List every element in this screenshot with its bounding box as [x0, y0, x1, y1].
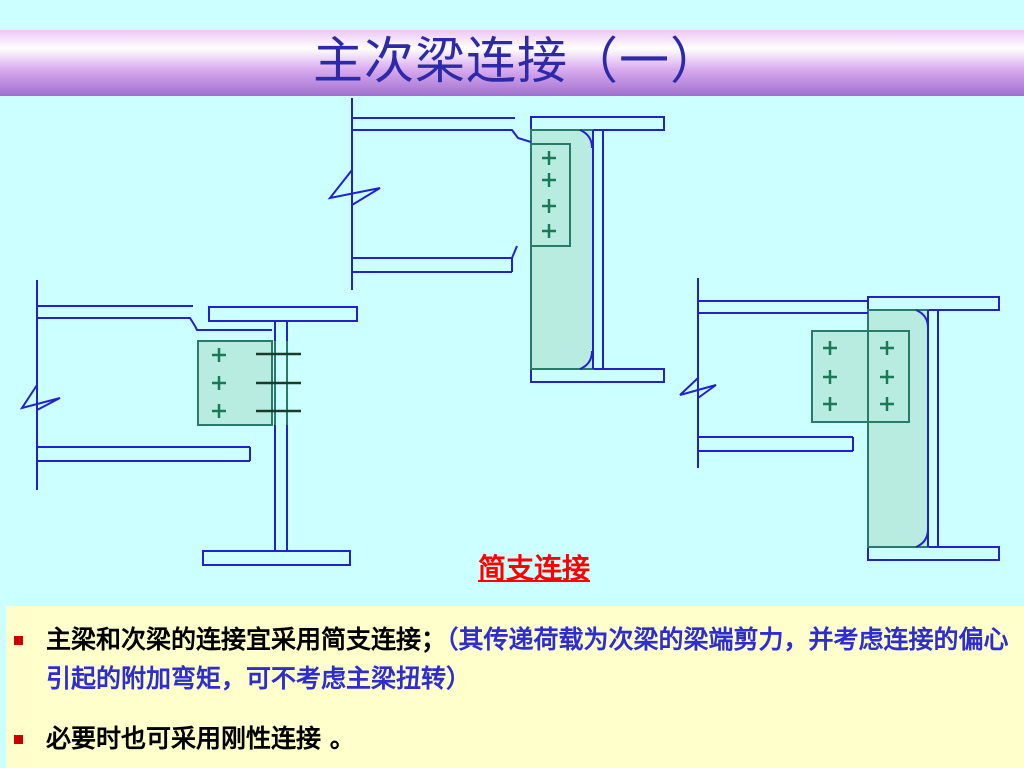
drawing-a-left-connection [19, 280, 358, 566]
title-bar [0, 30, 1024, 96]
note-1-detail: （其传递荷载为次梁的梁端剪力，并考虑连接的偏心引起的附加弯矩，可不考虑主梁扭转） [46, 625, 1009, 693]
connection-caption: 简支连接 [478, 552, 591, 585]
note-1-main: 主梁和次梁的连接宜采用简支连接； [46, 625, 447, 654]
connection-plate-b [530, 143, 571, 247]
notes-panel: 主梁和次梁的连接宜采用简支连接；（其传递荷载为次梁的梁端剪力，并考虑连接的偏心引… [6, 606, 1024, 768]
note-1: 主梁和次梁的连接宜采用简支连接；（其传递荷载为次梁的梁端剪力，并考虑连接的偏心引… [6, 620, 1016, 698]
bullet-icon [14, 735, 23, 744]
note-2-main: 必要时也可采用刚性连接 。 [46, 724, 355, 753]
beam-connection-drawings [19, 98, 1000, 566]
note-2: 必要时也可采用刚性连接 。 [6, 719, 1016, 758]
drawing-b-middle-connection [327, 98, 665, 383]
slide-title: 主次梁连接（一） [313, 32, 721, 90]
bolts [212, 151, 894, 418]
bullet-icon [14, 636, 23, 645]
drawing-c-right-connection [679, 278, 1000, 561]
